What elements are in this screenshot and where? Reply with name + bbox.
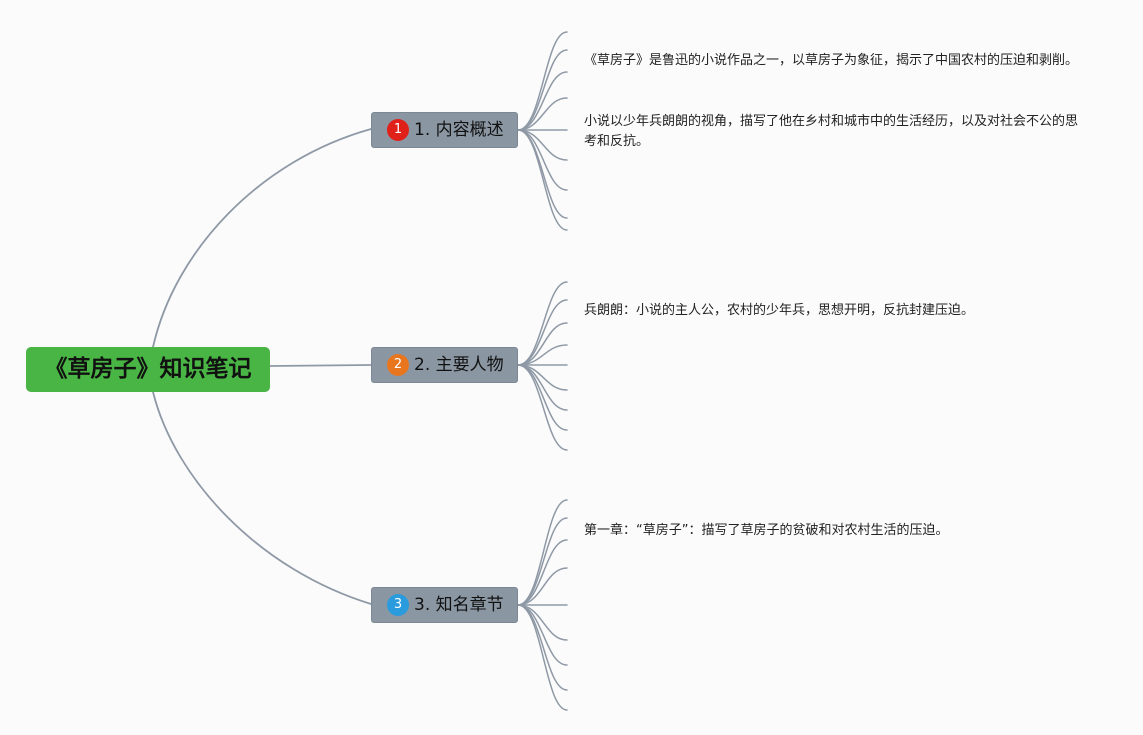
leaf-connector-branch-2-8 — [517, 364, 568, 451]
leaf-connector-branch-1-8 — [517, 129, 568, 231]
leaf-connector-branch-2-7 — [517, 364, 568, 431]
connector-root-to-branch-1 — [152, 128, 372, 348]
badge-number-3: 3 — [387, 594, 409, 616]
branch-node-content-overview[interactable]: 1 1. 内容概述 — [371, 112, 518, 148]
leaf-connector-branch-3-2 — [517, 539, 568, 606]
note-text: 兵朗朗：小说的主人公，农村的少年兵，思想开明，反抗封建压迫。 — [584, 303, 975, 318]
root-node[interactable]: 《草房子》知识笔记 — [26, 347, 270, 392]
leaf-connector-branch-1-3 — [517, 97, 568, 131]
branch-node-main-characters[interactable]: 2 2. 主要人物 — [371, 347, 518, 383]
note-text: 第一章：“草房子”：描写了草房子的贫破和对农村生活的压迫。 — [584, 523, 949, 538]
leaf-connector-branch-1-1 — [517, 49, 568, 131]
leaf-connector-branch-2-2 — [517, 322, 568, 366]
note-text: 小说以少年兵朗朗的视角，描写了他在乡村和城市中的生活经历，以及对社会不公的思考和… — [584, 114, 1079, 149]
leaf-connector-branch-1-0 — [517, 31, 568, 131]
leaf-connector-branch-2-1 — [517, 299, 568, 366]
connector-root-to-branch-2 — [269, 364, 372, 367]
leaf-connector-branch-3-7 — [517, 604, 568, 691]
branch-label: 1. 内容概述 — [414, 120, 504, 140]
leaf-connector-branch-3-1 — [517, 517, 568, 606]
leaf-connector-branch-3-0 — [517, 499, 568, 606]
branch-label: 3. 知名章节 — [414, 595, 504, 615]
leaf-connector-branch-1-6 — [517, 129, 568, 191]
branch-label: 2. 主要人物 — [414, 355, 504, 375]
connector-root-to-branch-3 — [152, 391, 372, 605]
leaf-connector-branch-2-0 — [517, 281, 568, 366]
note-text: 《草房子》是鲁迅的小说作品之一，以草房子为象征，揭示了中国农村的压迫和剥削。 — [584, 53, 1079, 68]
badge-number-2: 2 — [387, 354, 409, 376]
badge-number-1: 1 — [387, 119, 409, 141]
leaf-connector-branch-3-3 — [517, 567, 568, 606]
leaf-connector-branch-1-2 — [517, 71, 568, 131]
branch-node-famous-chapters[interactable]: 3 3. 知名章节 — [371, 587, 518, 623]
leaf-connector-branch-3-8 — [517, 604, 568, 711]
